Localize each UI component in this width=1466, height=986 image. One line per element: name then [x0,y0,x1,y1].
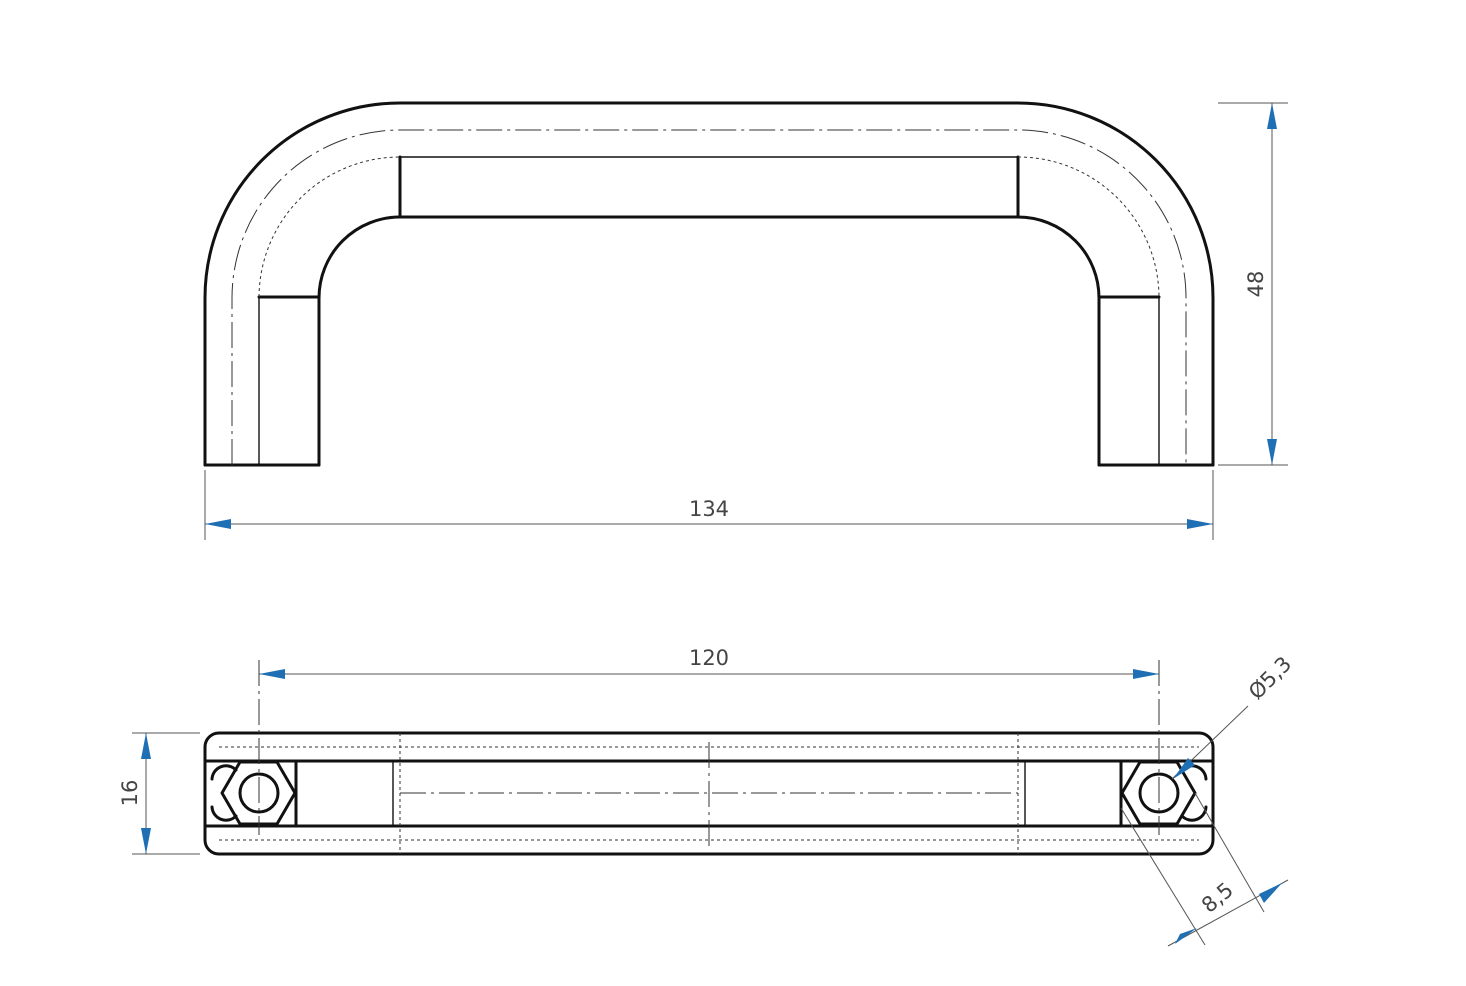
handle-fillet-hidden [258,156,1160,298]
dimension-thickness: 16 [118,732,200,855]
handle-inner-outline [317,215,1101,467]
dimension-overall-width: 134 [204,470,1214,540]
dimension-hole-spacing: 120 [259,646,1159,679]
overall-width-label: 134 [689,497,729,521]
handle-outer-outline [203,101,1215,467]
arrow-upper [1259,883,1282,903]
top-view-outline [203,731,1215,856]
arrow-top [141,733,151,759]
arrow-bottom [1267,439,1277,465]
right-mounting-hole [1138,772,1180,814]
hole-spacing-label: 120 [689,646,729,670]
height-label: 48 [1244,271,1268,298]
handle-centerline [231,129,1187,465]
arrow-left [205,519,231,529]
left-fixing-boss [210,660,297,835]
arrow-bottom [141,828,151,854]
leader-arrow [1173,758,1195,779]
thickness-label: 16 [118,780,142,807]
left-boss-round-bottom [210,805,238,822]
left-mounting-hole [238,772,280,814]
hole-diameter-label: Ø5,3 [1244,652,1296,704]
arrow-left [259,669,285,679]
arrow-right [1133,669,1159,679]
left-hex-nut [220,760,297,826]
hex-size-label: 8,5 [1197,878,1238,918]
front-view [203,101,1215,467]
arrow-right [1187,519,1213,529]
dimension-hex-size: 8,5 [1120,792,1289,947]
left-boss-round-top [210,764,238,781]
arrow-lower [1175,928,1197,944]
arrow-top [1267,103,1277,129]
dimension-height: 48 [1218,102,1288,466]
top-view [203,660,1215,856]
